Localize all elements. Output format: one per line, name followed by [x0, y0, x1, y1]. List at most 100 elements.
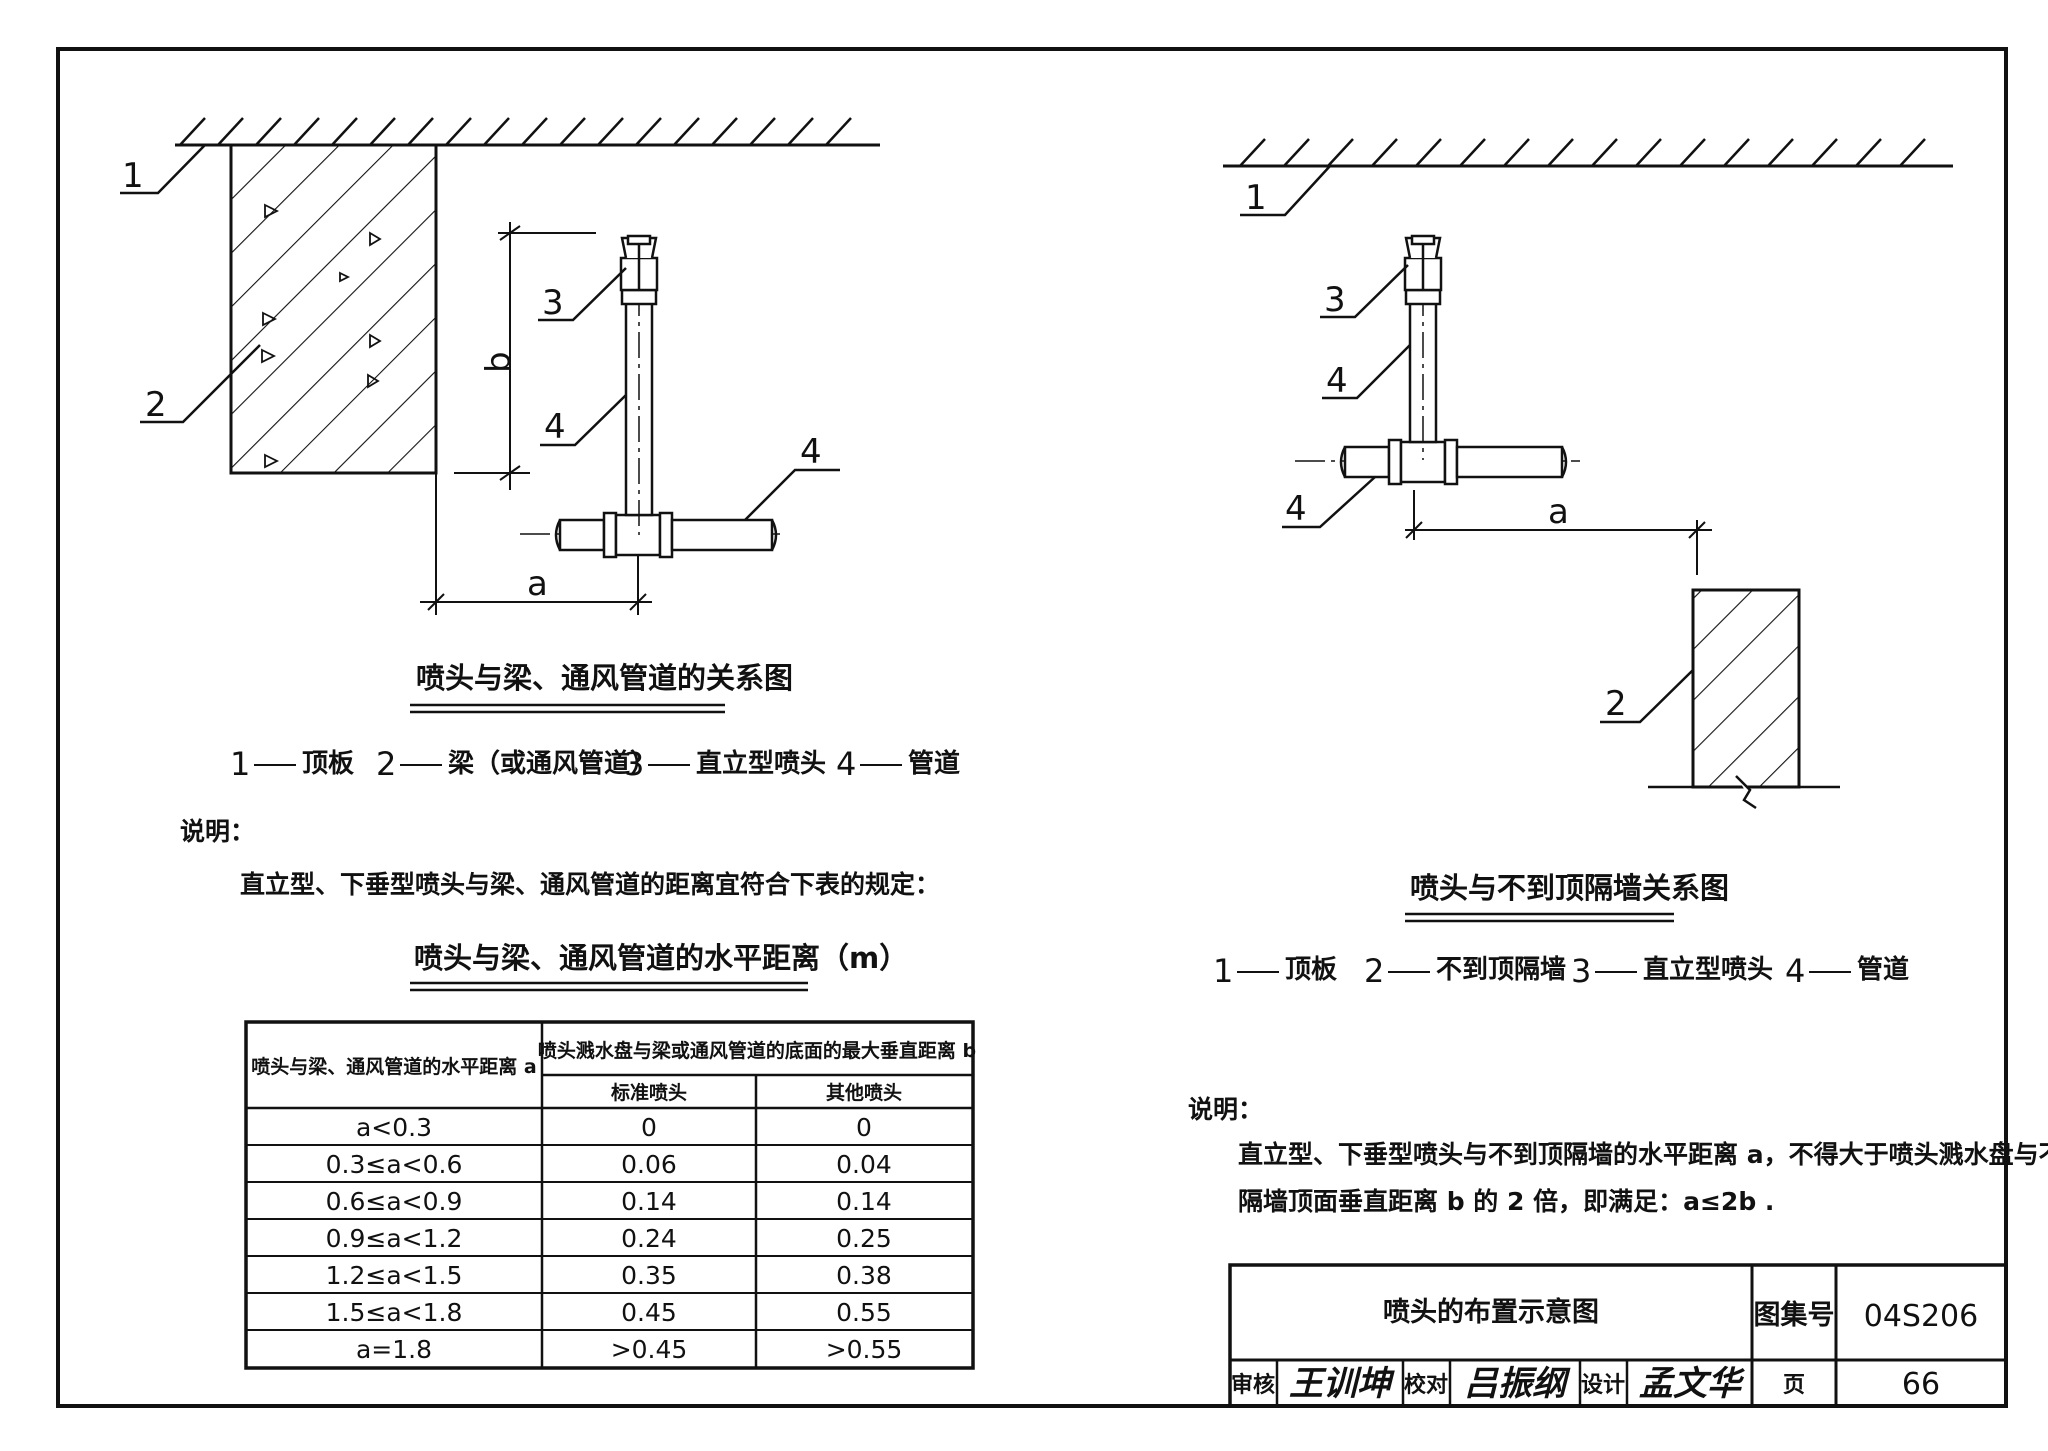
right-notes-title: 说明： — [1188, 1095, 1263, 1124]
page-label: 页 — [1783, 1373, 1805, 1398]
svg-text:3: 3 — [624, 745, 644, 783]
svg-text:0.38: 0.38 — [836, 1261, 892, 1290]
sprinkler-head-upright-right — [1403, 234, 1443, 292]
svg-text:直立型喷头: 直立型喷头 — [1643, 954, 1773, 985]
svg-text:0.04: 0.04 — [836, 1150, 892, 1179]
label-2: 2 — [145, 385, 167, 425]
table-title: 喷头与梁、通风管道的水平距离（m） — [414, 941, 908, 975]
right-caption: 喷头与不到顶隔墙关系图 — [1410, 871, 1729, 905]
right-diagram: 1 3 4 4 — [1223, 138, 1953, 810]
table-row: 0.3≤a<0.6 0.06 0.04 — [326, 1150, 892, 1179]
svg-text:4: 4 — [1785, 952, 1805, 990]
svg-text:0.06: 0.06 — [621, 1150, 677, 1179]
svg-text:不到顶隔墙: 不到顶隔墙 — [1436, 955, 1566, 985]
drawing-title: 喷头的布置示意图 — [1383, 1296, 1599, 1328]
svg-text:0.35: 0.35 — [621, 1261, 677, 1290]
leader-3 — [538, 267, 627, 322]
table-row: a=1.8 >0.45 >0.55 — [356, 1335, 902, 1364]
svg-text:4: 4 — [836, 745, 856, 783]
ceiling-hatch-right — [1239, 138, 1926, 167]
leader-4-pipe-right — [1282, 476, 1376, 529]
partition-wall — [1691, 588, 1801, 789]
svg-text:0.14: 0.14 — [836, 1187, 892, 1216]
break-mark — [1735, 775, 1757, 810]
svg-text:0.9≤a<1.2: 0.9≤a<1.2 — [326, 1224, 463, 1253]
table-row: 0.6≤a<0.9 0.14 0.14 — [326, 1187, 892, 1216]
leader-4-riser-right — [1322, 344, 1411, 400]
svg-text:1: 1 — [230, 745, 250, 783]
leader-2 — [140, 344, 261, 424]
table-row: 1.2≤a<1.5 0.35 0.38 — [326, 1261, 892, 1290]
svg-text:1.2≤a<1.5: 1.2≤a<1.5 — [326, 1261, 463, 1290]
leader-1 — [120, 144, 206, 195]
svg-text:0.45: 0.45 — [621, 1298, 677, 1327]
label-1: 1 — [122, 156, 144, 196]
svg-text:管道: 管道 — [1857, 954, 1909, 985]
designer-signature: 孟文华 — [1639, 1364, 1745, 1404]
svg-text:3: 3 — [1571, 952, 1591, 990]
svg-text:0.55: 0.55 — [836, 1298, 892, 1327]
svg-text:>0.45: >0.45 — [611, 1335, 688, 1364]
svg-text:顶板: 顶板 — [1285, 955, 1337, 985]
svg-text:a<0.3: a<0.3 — [356, 1113, 432, 1142]
label-4-riser-right: 4 — [1326, 361, 1348, 401]
checker-signature: 吕振纲 — [1464, 1364, 1571, 1404]
left-notes-text: 直立型、下垂型喷头与梁、通风管道的距离宜符合下表的规定： — [240, 870, 940, 899]
beam-aggregate-marks — [261, 203, 382, 469]
review-label: 审核 — [1231, 1372, 1275, 1398]
label-4-pipe: 4 — [800, 432, 822, 472]
right-notes-line2: 隔墙顶面垂直距离 b 的 2 倍，即满足：a≤2b . — [1238, 1187, 1774, 1216]
leader-4-pipe — [744, 468, 840, 521]
svg-text:梁（或通风管道）: 梁（或通风管道） — [447, 748, 656, 779]
svg-text:0.24: 0.24 — [621, 1224, 677, 1253]
right-notes-line1: 直立型、下垂型喷头与不到顶隔墙的水平距离 a，不得大于喷头溅水盘与不到顶 — [1238, 1140, 2048, 1169]
label-4-pipe-right: 4 — [1285, 489, 1307, 529]
left-caption: 喷头与梁、通风管道的关系图 — [416, 661, 793, 695]
riser-pipe-right — [1404, 288, 1442, 460]
svg-text:2: 2 — [376, 745, 396, 783]
svg-text:顶板: 顶板 — [302, 749, 354, 779]
left-diagram: 1 2 b a — [120, 117, 880, 615]
table-subheader-other: 其他喷头 — [826, 1081, 902, 1104]
leader-2-right — [1600, 669, 1694, 724]
title-block: 喷头的布置示意图 图集号 04S206 审核 王训坤 校对 吕振纲 设计 孟文华… — [1228, 1263, 2008, 1408]
design-label: 设计 — [1581, 1373, 1625, 1398]
dimension-a: a — [527, 564, 548, 604]
right-legend: 1 顶板 2 不到顶隔墙 3 直立型喷头 4 管道 — [1213, 952, 1909, 990]
dimension-b: b — [479, 351, 519, 373]
leader-3-right — [1320, 264, 1409, 319]
svg-text:0.6≤a<0.9: 0.6≤a<0.9 — [326, 1187, 463, 1216]
beam — [229, 143, 438, 475]
table-subheader-standard: 标准喷头 — [611, 1082, 687, 1104]
svg-text:0.3≤a<0.6: 0.3≤a<0.6 — [326, 1150, 463, 1179]
pipe-horizontal — [520, 511, 782, 559]
reviewer-signature: 王训坤 — [1289, 1364, 1395, 1404]
left-legend: 1 顶板 2 梁（或通风管道） 3 直立型喷头 4 管道 — [230, 745, 960, 783]
ceiling-hatch — [179, 117, 852, 146]
left-notes-title: 说明： — [180, 817, 255, 846]
dimension-a-right: a — [1548, 492, 1569, 532]
svg-text:0: 0 — [641, 1113, 657, 1142]
label-3-right: 3 — [1324, 280, 1346, 320]
atlas-label: 图集号 — [1754, 1299, 1835, 1331]
label-4-riser: 4 — [544, 407, 566, 447]
svg-text:0.25: 0.25 — [836, 1224, 892, 1253]
table-row: 0.9≤a<1.2 0.24 0.25 — [326, 1224, 892, 1253]
leader-4-riser — [540, 394, 627, 447]
check-label: 校对 — [1404, 1372, 1448, 1398]
table-row: a<0.3 0 0 — [356, 1113, 872, 1142]
page-number: 66 — [1902, 1367, 1940, 1402]
svg-text:1: 1 — [1213, 952, 1233, 990]
label-2-right: 2 — [1605, 684, 1627, 724]
svg-text:0.14: 0.14 — [621, 1187, 677, 1216]
svg-text:管道: 管道 — [908, 748, 960, 779]
table-group-header: 喷头溅水盘与梁或通风管道的底面的最大垂直距离 b — [538, 1039, 976, 1062]
label-1-right: 1 — [1245, 178, 1267, 218]
leader-1-right — [1240, 165, 1331, 217]
pipe-horizontal-right — [1295, 438, 1580, 486]
svg-text:a=1.8: a=1.8 — [356, 1335, 432, 1364]
table-col1-header: 喷头与梁、通风管道的水平距离 a — [251, 1055, 536, 1078]
sheet-border — [56, 47, 2008, 1408]
distance-table: 喷头与梁、通风管道的水平距离 a 喷头溅水盘与梁或通风管道的底面的最大垂直距离 … — [244, 1020, 976, 1370]
